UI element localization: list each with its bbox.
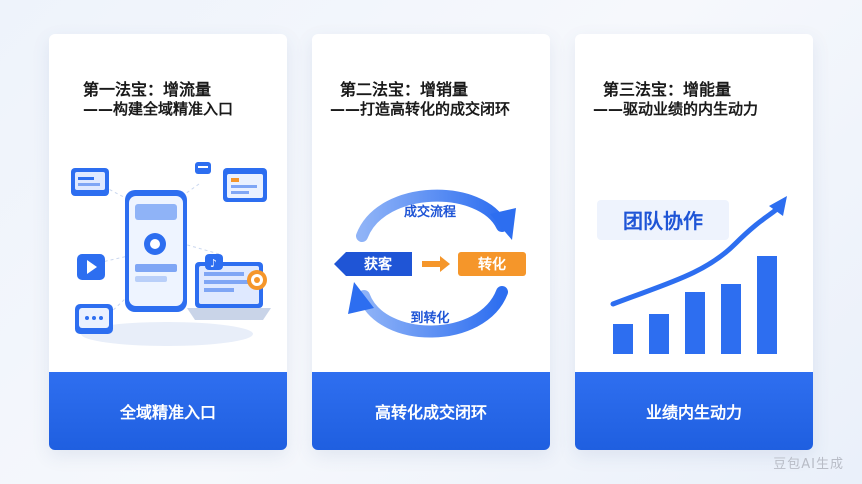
bottom-arrow-head — [348, 282, 374, 314]
arrow-right-icon — [422, 256, 450, 272]
card-subtitle: ——构建全域精准入口 — [83, 100, 234, 118]
cycle-bottom-label: 到转化 — [410, 310, 449, 326]
card-title: 第二法宝：增销量 — [340, 80, 469, 99]
card-subtitle: ——驱动业绩的内生动力 — [593, 100, 759, 118]
top-arrow-head — [490, 208, 516, 240]
card-footer-label: 全域精准入口 — [49, 372, 287, 450]
watermark: 豆包AI生成 — [773, 457, 844, 472]
bar — [757, 256, 777, 354]
video-play-icon — [77, 254, 105, 280]
svg-text:♪: ♪ — [210, 257, 217, 270]
chat-bubble-icon — [75, 304, 113, 334]
target-icon — [247, 270, 267, 290]
bar — [685, 292, 705, 354]
bar — [649, 314, 669, 354]
chat-window-icon — [71, 168, 109, 196]
conversion-cycle-diagram: 成交流程 到转化 获客 转化 — [334, 189, 526, 338]
bar — [613, 324, 633, 354]
top-arrow-arc — [356, 189, 508, 242]
trend-arrow-head — [769, 196, 787, 216]
cycle-top-label: 成交流程 — [404, 204, 456, 220]
bar — [721, 284, 741, 354]
growth-chart-illustration: 团队协作 — [597, 196, 787, 354]
acquire-tag — [334, 252, 412, 276]
team-badge-box — [597, 200, 729, 240]
card-sales: 第二法宝：增销量 ——打造高转化的成交闭环 成交流程 到转化 获客 转化 高转化… — [312, 34, 550, 450]
bar-group — [613, 256, 777, 354]
card-traffic: 第一法宝：增流量 ——构建全域精准入口 — [49, 34, 287, 450]
card-subtitle: ——打造高转化的成交闭环 — [330, 100, 511, 118]
card-footer-label: 业绩内生动力 — [575, 372, 813, 450]
browser-window-icon — [223, 168, 267, 202]
cycle-right-label: 转化 — [478, 256, 506, 273]
convert-tag — [458, 252, 526, 276]
card-footer-label: 高转化成交闭环 — [312, 372, 550, 450]
trend-line — [610, 201, 784, 307]
smartphone-icon — [125, 190, 187, 312]
cycle-left-label: 获客 — [364, 256, 393, 273]
omnichannel-illustration: ♪ — [71, 162, 271, 346]
laptop-icon — [187, 262, 271, 320]
music-note-icon: ♪ — [205, 254, 223, 270]
bottom-arrow-arc — [358, 286, 508, 338]
card-title: 第三法宝：增能量 — [603, 80, 732, 99]
message-icon — [195, 162, 211, 174]
card-energy: 第三法宝：增能量 ——驱动业绩的内生动力 团队协作 业绩内生动力 — [575, 34, 813, 450]
team-badge-text: 团队协作 — [623, 209, 703, 233]
card-title: 第一法宝：增流量 — [83, 80, 212, 99]
